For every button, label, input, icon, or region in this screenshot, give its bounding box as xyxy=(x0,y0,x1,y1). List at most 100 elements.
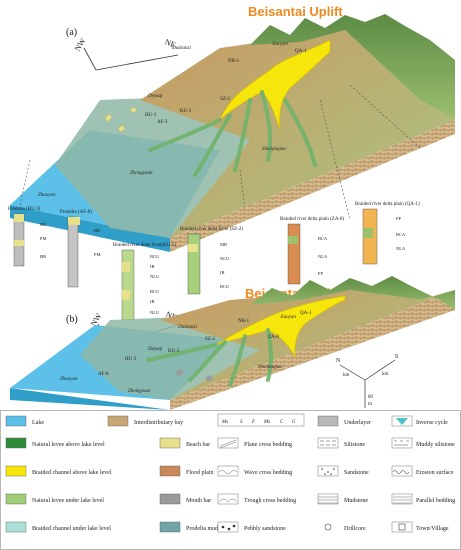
log-title: Prodelta (AF-8) xyxy=(60,210,92,215)
facies-label: MB xyxy=(220,242,227,247)
facies-label: IB xyxy=(150,299,155,304)
legend-wave-cross: Wave cross bedding xyxy=(244,470,292,476)
inverse-cycle-icon xyxy=(396,418,408,425)
grain-g: G xyxy=(292,420,296,425)
place-label: Dushanzi xyxy=(171,46,192,51)
log-title: Braided river delta front (SZ-2) xyxy=(180,227,243,232)
compass-km2: km xyxy=(382,372,389,377)
place-label: Zhongyuan xyxy=(130,171,153,176)
grain-c: C xyxy=(280,420,284,425)
compass-scale-a: 80 xyxy=(368,395,374,400)
legend-col1: Lake Natural levee above lake level Brai… xyxy=(5,415,112,533)
well-label: AF-8 xyxy=(98,372,109,377)
log-title: Braided river delta front(KU-5) xyxy=(113,243,177,248)
delta-plain-a xyxy=(140,30,455,238)
well-label: ZA-8 xyxy=(268,335,279,340)
facies-label: PM xyxy=(94,252,101,257)
grain-ms: Ms xyxy=(221,420,228,425)
facies-label: BCA xyxy=(318,236,328,241)
panel-label-a: (a) xyxy=(66,27,77,38)
legend-town: Town/Village xyxy=(416,526,449,532)
wells-b: HU-3 KU-5 AF-8 SZ-2 NB-1 ZA-8 QA-1 xyxy=(98,311,312,377)
title-a: Beisantai Uplift xyxy=(248,4,343,19)
compass-n: N xyxy=(336,358,341,364)
log-title: Braided river delta plain (QA-1) xyxy=(355,202,420,207)
diagram-canvas: Beisantai Uplift (a) NW NE Zhaoyan Jiaoy… xyxy=(8,4,455,410)
legend-col3: Ms S F Ms C G Plane cross bedding Wave c… xyxy=(217,413,305,533)
grain-f: F xyxy=(251,420,256,425)
well-label: QA-1 xyxy=(300,311,312,316)
facies-label: PM xyxy=(40,236,47,241)
compass-km1: km xyxy=(343,373,350,378)
legend-beach-bar: Beach bar xyxy=(186,442,210,448)
facies-label: IB xyxy=(150,264,155,269)
place-label: Deyuqi xyxy=(147,94,163,99)
levee-fingers-b xyxy=(146,328,273,387)
mountains-b xyxy=(250,276,455,310)
grain-s: S xyxy=(240,420,243,425)
legend-siltstone: Siltstone xyxy=(344,442,365,448)
town-icon xyxy=(398,523,406,531)
legend-trough-cross: Trough cross bedding xyxy=(244,498,296,504)
legend-channel-under: Braided channel under lake level xyxy=(32,526,111,532)
well-label: KU-5 xyxy=(180,109,192,114)
facies-label: BCA xyxy=(396,232,406,237)
legend-col4: Underlayer Siltstone Sandstone Mudstone … xyxy=(317,415,371,532)
direction-arrows-a: NW NE xyxy=(73,36,179,71)
place-label: Zhaoyan xyxy=(38,193,56,198)
facies-label: IB xyxy=(220,270,225,275)
legend-plane-cross: Plane cross bedding xyxy=(244,442,292,448)
places-b: Zhaoyan Jiaoyan Deyuqi Dushanzi Shixianq… xyxy=(60,315,296,394)
log-column-qa1: Braided river delta plain (QA-1) FP BCA … xyxy=(355,202,420,265)
facies-label: FP xyxy=(396,216,402,221)
legend-mouth-bar: Mouth bar xyxy=(186,498,211,504)
facies-label: BB xyxy=(40,222,46,227)
well-label: HU-3 xyxy=(145,113,157,118)
legend-inverse-cycle: Inverse cycle xyxy=(416,420,448,426)
legend-drillcore: Drillcore xyxy=(344,526,366,532)
facies-label: NLU xyxy=(150,310,160,315)
facies-label: NLU xyxy=(150,274,160,279)
legend-muddy-siltstone: Muddy siltstone xyxy=(416,442,455,448)
grain-ms2: Ms xyxy=(263,420,270,425)
legend-pebbly-sandstone: Pebbly sandstone xyxy=(244,526,286,532)
legend-flood-plain: Flood plain xyxy=(186,470,214,476)
facies-label: NLU xyxy=(220,256,230,261)
legend-erosion-surface: Erosion surface xyxy=(416,469,454,476)
panel-label-b: (b) xyxy=(66,314,78,325)
ne-label-a: NE xyxy=(164,37,177,49)
well-label: KU-5 xyxy=(168,349,180,354)
well-label: AF-3 xyxy=(157,120,168,125)
log-title: Prodelta (HU 3) xyxy=(8,207,41,212)
legend-col2: Interdistributary bay Beach bar Flood pl… xyxy=(107,415,218,533)
well-label: HU-3 xyxy=(125,357,137,362)
legend-sandstone: Sandstone xyxy=(344,470,369,476)
log-title: Braided river delta plain (ZA-8) xyxy=(280,217,344,222)
legend-levee-above: Natural levee above lake level xyxy=(32,442,105,448)
log-column-hu3: Prodelta (HU 3) BB PM BB xyxy=(8,207,47,267)
places-a: Zhaoyan Jiaoyan Deyuqi Dushanzi Shixianq… xyxy=(38,42,288,198)
well-label: SZ-2 xyxy=(205,337,216,342)
place-label: Jiaoyan xyxy=(272,42,288,47)
beach-bars-a xyxy=(104,106,138,133)
legend-channel-above: Braided channel above lake level xyxy=(32,470,112,476)
mouth-bars-b xyxy=(175,369,213,382)
log-column-za8: Braided river delta plain (ZA-8) BCA NLA… xyxy=(280,217,344,285)
place-label: Jiaoyan xyxy=(280,315,296,320)
place-label: Deyuqi xyxy=(147,347,163,352)
well-label: NB-1 xyxy=(238,319,250,324)
facies-label: BCU xyxy=(150,289,160,294)
log-column-ku5: Braided river delta front(KU-5) BCU IB N… xyxy=(113,243,177,321)
legend-underlayer: Underlayer xyxy=(344,420,371,426)
facies-label: NLA xyxy=(396,246,406,251)
legend-lake: Lake xyxy=(32,420,44,426)
compass-s: S xyxy=(395,354,398,360)
wells-a: HU-3 KU-5 AF-3 SZ-2 NB-1 QA-1 xyxy=(145,49,307,125)
facies-label: NLA xyxy=(318,254,328,259)
block-front-a xyxy=(10,205,170,252)
facies-label: BCU xyxy=(150,254,160,259)
facies-label: BB xyxy=(94,228,100,233)
legend-col5: Inverse cycle Muddy siltstone Erosion su… xyxy=(391,415,455,533)
well-label: SZ-2 xyxy=(220,97,231,102)
place-label: Zhaoyan xyxy=(60,377,78,382)
